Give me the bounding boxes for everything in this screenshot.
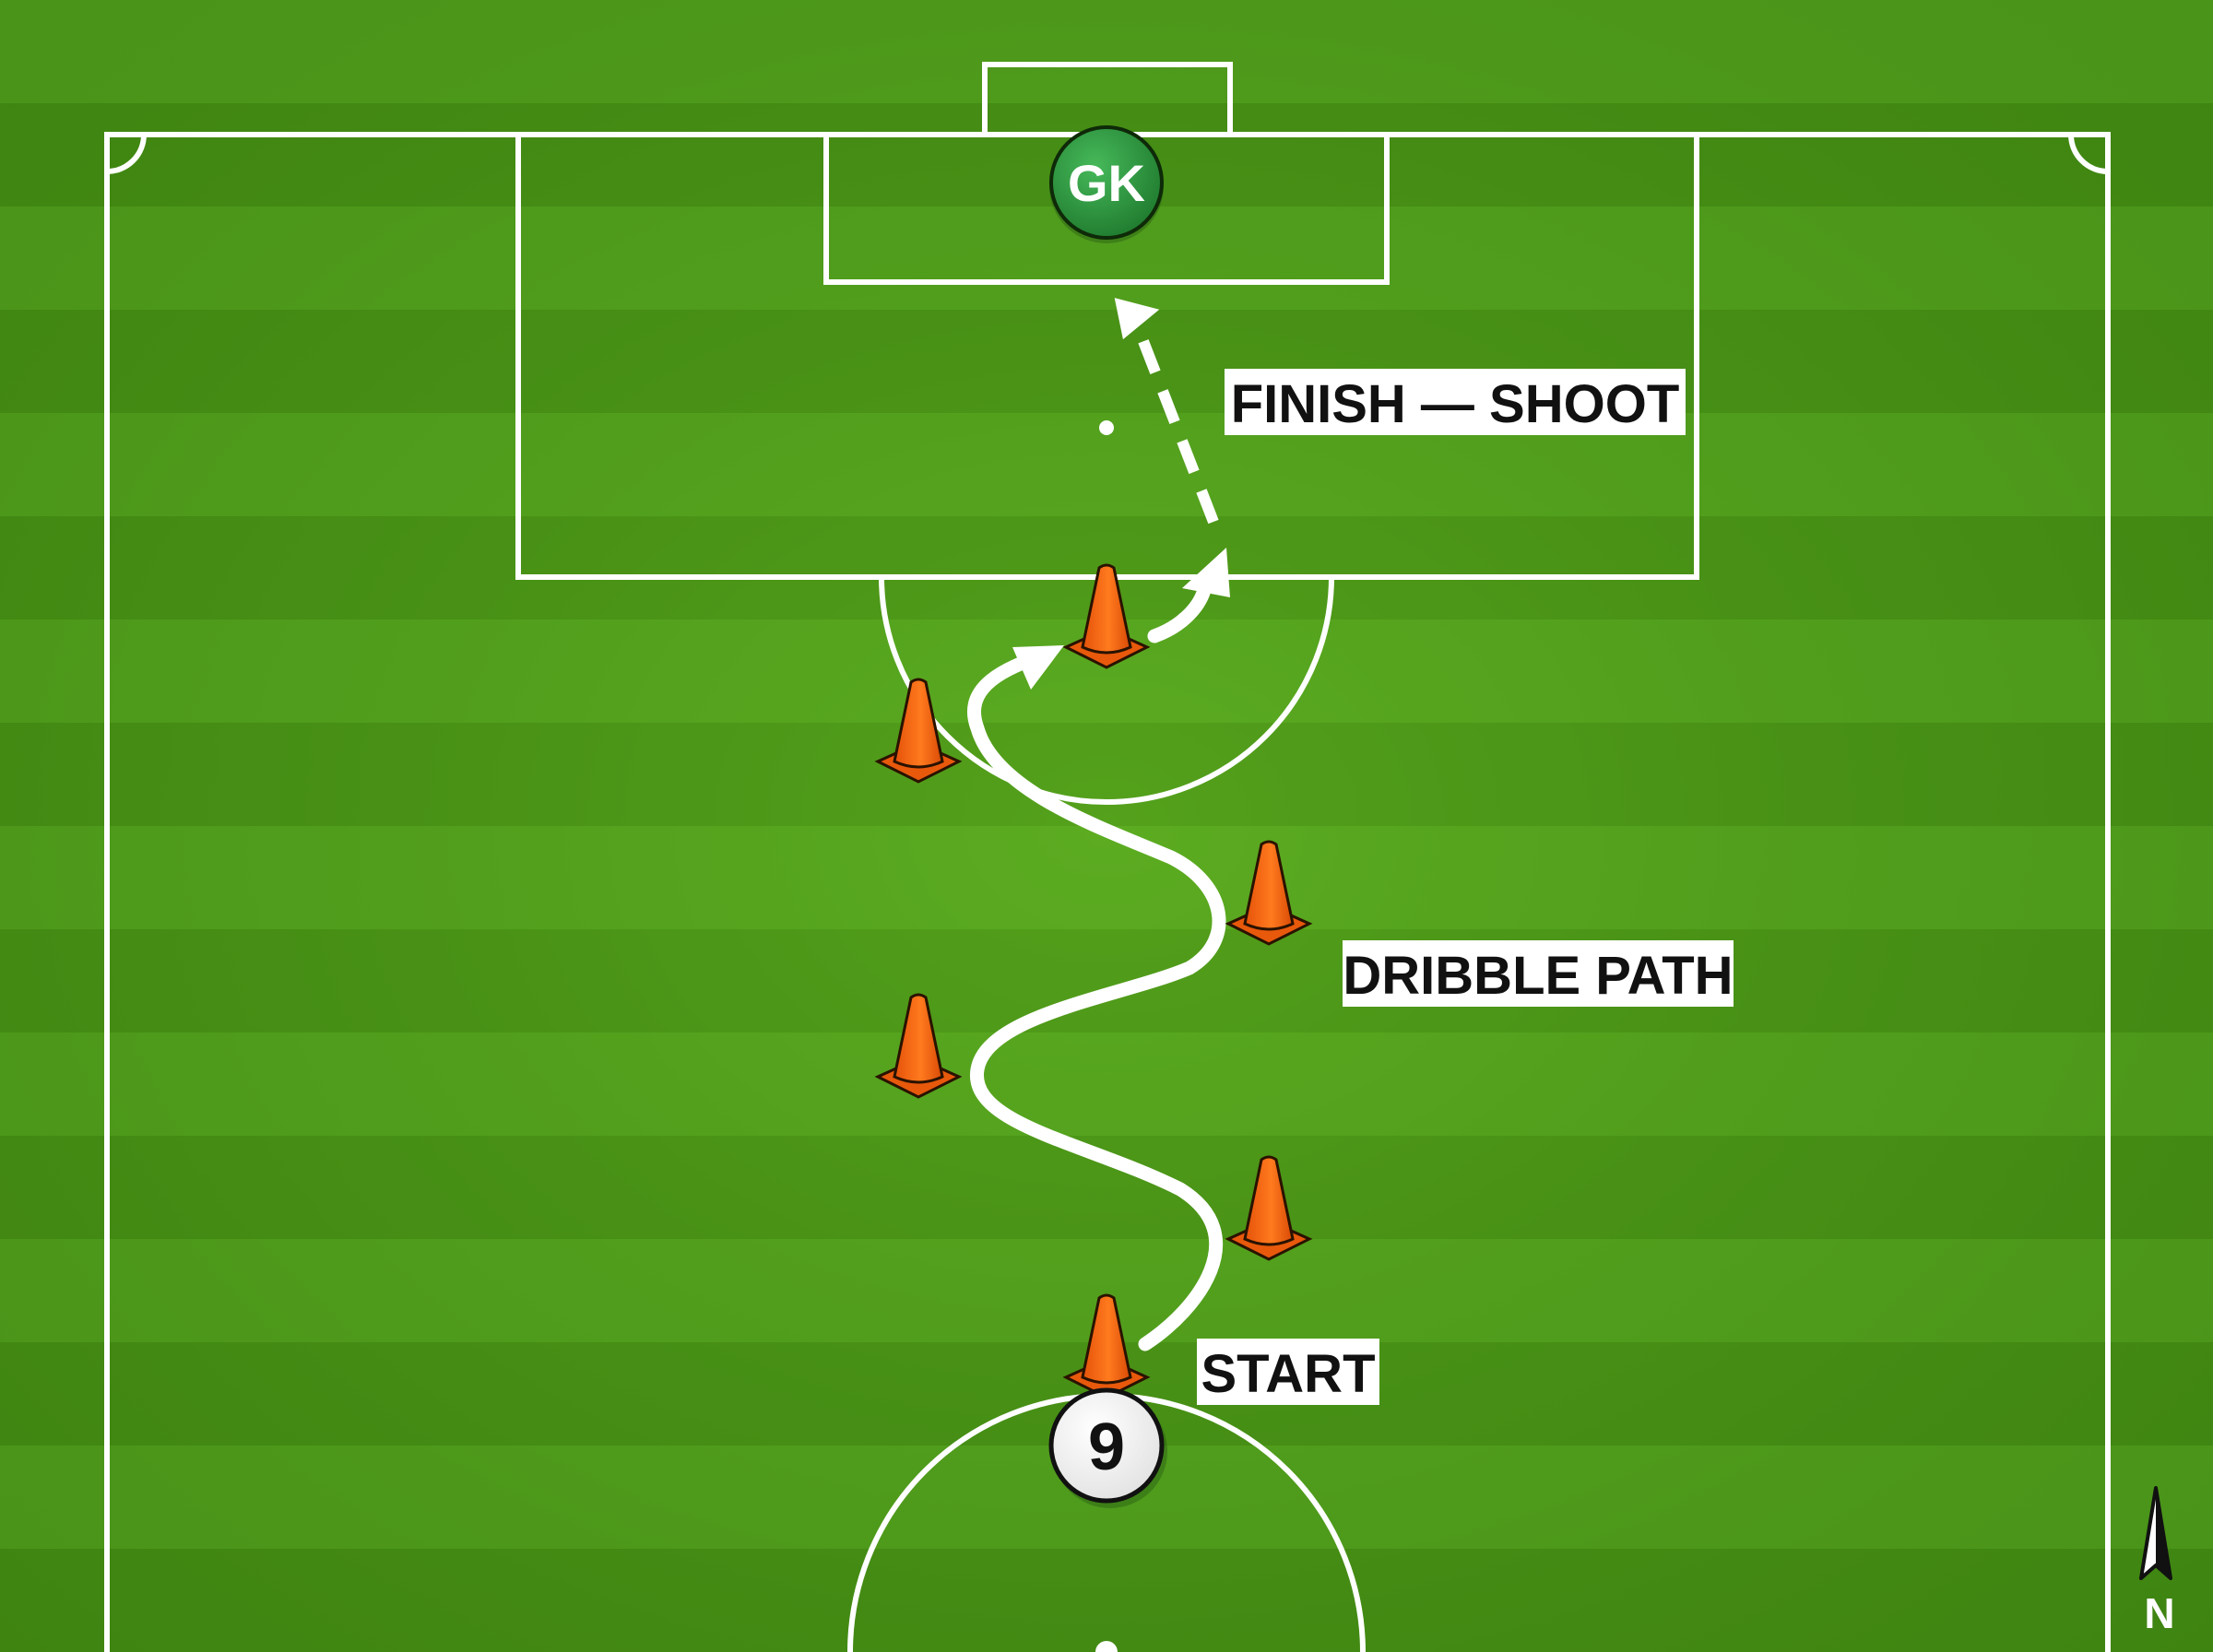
cone-icon xyxy=(1225,1155,1313,1261)
label-finish-shoot: FINISH — SHOOT xyxy=(1225,369,1686,435)
dribble-path xyxy=(967,649,1226,1351)
shot-path xyxy=(1134,329,1219,525)
finish-label-text: FINISH — SHOOT xyxy=(1231,374,1680,434)
player-9-marker: 9 xyxy=(1048,1387,1167,1508)
penalty-spot xyxy=(1099,420,1114,435)
cone-icon xyxy=(874,678,963,784)
label-dribble-path: DRIBBLE PATH xyxy=(1343,940,1734,1007)
cone-icon xyxy=(1062,563,1151,669)
dribble-arrowhead xyxy=(1012,645,1064,690)
player-number: 9 xyxy=(1088,1410,1125,1484)
cut-path xyxy=(1147,583,1212,643)
corner-arc-right xyxy=(2068,134,2109,174)
cone-icon xyxy=(874,993,963,1099)
penalty-arc xyxy=(879,576,1334,805)
corner-arc-left xyxy=(106,134,147,174)
shot-arrowhead xyxy=(1114,298,1160,340)
cone-icon xyxy=(1225,840,1313,946)
cones xyxy=(874,563,1313,1399)
center-spot xyxy=(1095,1641,1118,1652)
goalkeeper-marker: GK xyxy=(1049,125,1164,243)
dribble-label-text: DRIBBLE PATH xyxy=(1343,946,1733,1006)
goalkeeper-label: GK xyxy=(1068,154,1145,212)
start-label-text: START xyxy=(1201,1344,1375,1404)
north-label: N xyxy=(2144,1589,2174,1637)
cut-arrowhead xyxy=(1182,548,1230,597)
north-arrow-icon: N xyxy=(2139,1486,2175,1637)
label-start: START xyxy=(1197,1339,1379,1405)
